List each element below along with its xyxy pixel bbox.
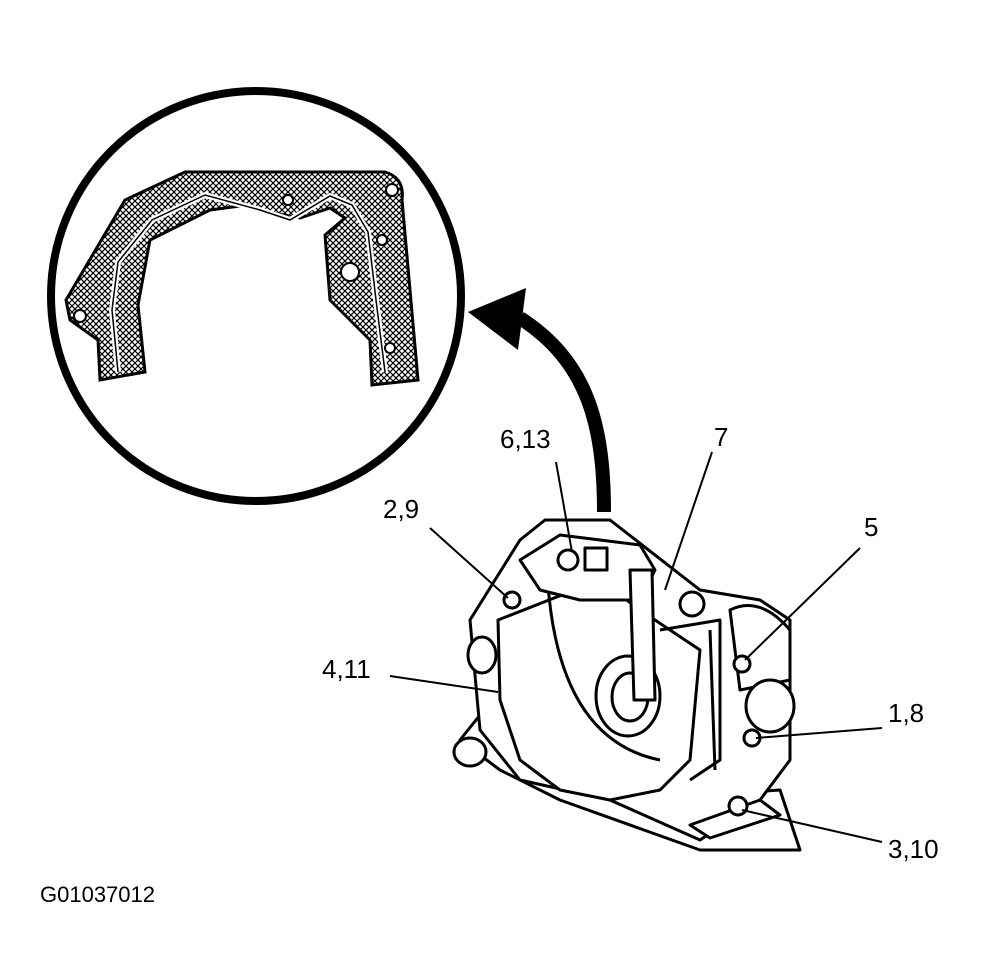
figure-id: G01037012: [40, 882, 155, 907]
gasket-outline: [64, 170, 420, 387]
gasket-hole: [340, 262, 360, 282]
gasket-detail-view: [47, 87, 465, 505]
bolt-hole-7: [678, 590, 706, 618]
callout-4-11: 4,11: [322, 654, 371, 684]
leader-lines: [389, 451, 883, 843]
callout-3-10: 3,10: [888, 834, 939, 864]
gasket-hole: [376, 234, 388, 246]
inlet-nub: [452, 736, 488, 768]
front-cover-assembly: [452, 518, 802, 852]
gasket-hole: [385, 183, 399, 197]
vertical-post: [628, 568, 657, 702]
callout-7: 7: [714, 422, 728, 452]
bolt-hole-2-9: [502, 590, 522, 610]
callout-5: 5: [864, 512, 878, 542]
callout-1-8: 1,8: [888, 698, 924, 728]
gasket-hole: [282, 194, 294, 206]
callout-2-9: 2,9: [383, 494, 419, 524]
gasket-hole: [384, 342, 396, 354]
gasket-hole: [73, 309, 87, 323]
bolt-hole-3-10: [727, 795, 749, 817]
callout-6-13: 6,13: [500, 424, 551, 454]
curved-arrow: [468, 288, 611, 513]
